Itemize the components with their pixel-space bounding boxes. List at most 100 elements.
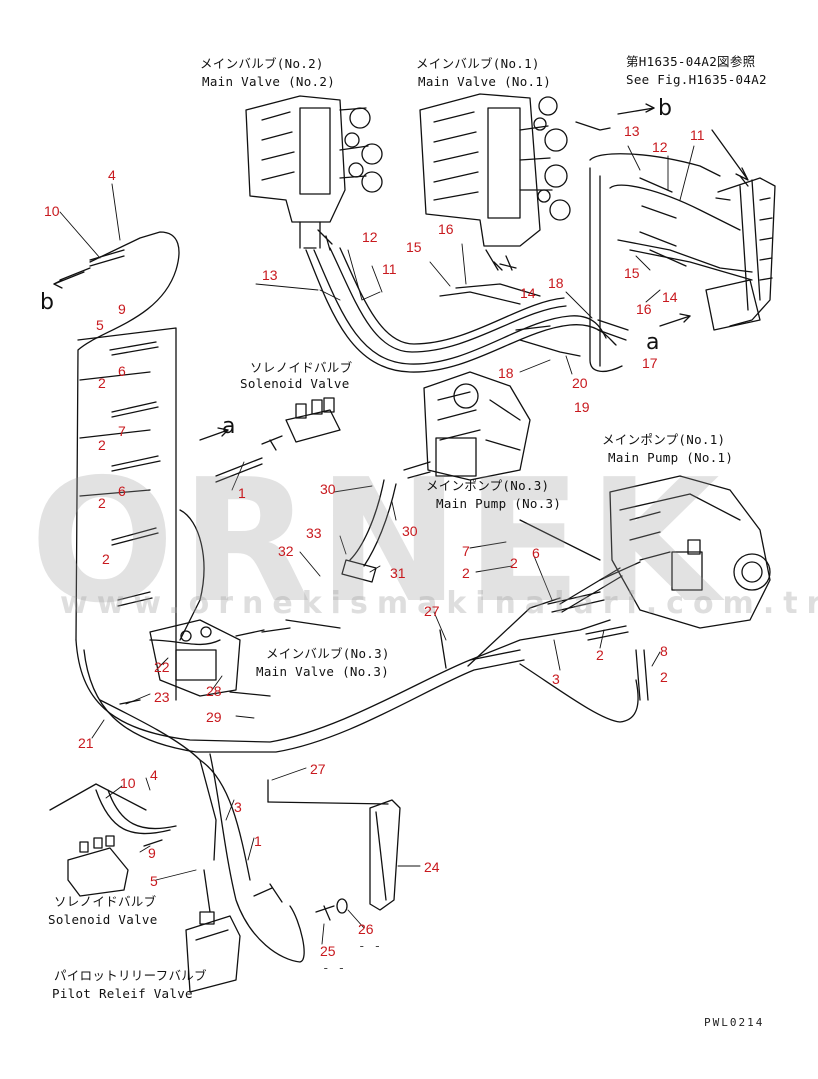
part-callout-14: 14 — [520, 285, 536, 301]
watermark-url: www.ornekismakinalari.com.tr — [60, 586, 818, 621]
part-callout-14: 14 — [662, 289, 678, 305]
part-callout-27: 27 — [424, 603, 440, 619]
part-callout-6: 6 — [118, 483, 126, 499]
dash-mark-2: - - — [322, 960, 346, 975]
main-valve-3-drawing — [149, 619, 241, 697]
main-valve-3-label-en: Main Valve (No.3) — [256, 664, 390, 679]
ref-arrows — [53, 103, 691, 441]
part-callout-3: 3 — [234, 799, 242, 815]
main-valve-2-drawing — [245, 95, 383, 251]
part-callout-9: 9 — [118, 301, 126, 317]
part-callout-6: 6 — [118, 363, 126, 379]
part-callout-30: 30 — [402, 523, 418, 539]
part-callout-17: 17 — [642, 355, 658, 371]
ref-a-left: a — [222, 414, 236, 439]
part-callout-27: 27 — [310, 761, 326, 777]
part-callout-12: 12 — [652, 139, 668, 155]
part-callout-25: 25 — [320, 943, 336, 959]
main-valve-1-drawing — [419, 93, 611, 271]
leader-lines — [59, 145, 695, 945]
part-callout-1: 1 — [238, 485, 246, 501]
main-valve-1-label-en: Main Valve (No.1) — [418, 74, 552, 89]
part-callout-2: 2 — [98, 495, 106, 511]
main-pump-3-label-en: Main Pump (No.3) — [436, 496, 562, 511]
dash-mark-1: - - — [358, 938, 382, 953]
part-callout-19: 19 — [574, 399, 590, 415]
part-callout-10: 10 — [120, 775, 136, 791]
part-callout-10: 10 — [44, 203, 60, 219]
left-hoses — [59, 231, 180, 701]
part-callout-5: 5 — [96, 317, 104, 333]
main-valve-1-label-jp: メインバルブ(No.1) — [416, 56, 540, 71]
part-callout-2: 2 — [462, 565, 470, 581]
main-pump-3-label-jp: メインポンプ(No.3) — [426, 478, 550, 493]
pilot-relief-label-en: Pilot Releif Valve — [52, 986, 193, 1001]
part-callout-31: 31 — [390, 565, 406, 581]
part-callout-3: 3 — [552, 671, 560, 687]
drawing-code: PWL0214 — [704, 1016, 765, 1029]
main-pump-1-label-en: Main Pump (No.1) — [608, 450, 734, 465]
solenoid-valve-bottom-label-en: Solenoid Valve — [48, 912, 158, 927]
solenoid-valve-bottom-label-jp: ソレノイドバルブ — [54, 894, 157, 909]
part-callout-4: 4 — [108, 167, 116, 183]
part-callout-6: 6 — [532, 545, 540, 561]
part-callout-12: 12 — [362, 229, 378, 245]
part-callout-24: 24 — [424, 859, 440, 875]
part-callout-2: 2 — [98, 375, 106, 391]
part-callout-28: 28 — [206, 683, 222, 699]
ref-b-top: b — [658, 96, 672, 121]
ref-b-left: b — [40, 290, 54, 315]
part-callout-30: 30 — [320, 481, 336, 497]
part-callout-7: 7 — [462, 543, 470, 559]
part-callout-2: 2 — [510, 555, 518, 571]
upper-pipes — [305, 153, 753, 373]
part-callout-15: 15 — [624, 265, 640, 281]
part-callout-15: 15 — [406, 239, 422, 255]
main-valve-3-label-jp: メインバルブ(No.3) — [266, 646, 390, 661]
part-callout-20: 20 — [572, 375, 588, 391]
part-callout-33: 33 — [306, 525, 322, 541]
part-callout-11: 11 — [382, 261, 397, 277]
part-callout-2: 2 — [102, 551, 110, 567]
part-callout-18: 18 — [548, 275, 564, 291]
main-valve-2-label-jp: メインバルブ(No.2) — [200, 56, 324, 71]
lower-harness — [75, 561, 649, 963]
main-pump-1-label-jp: メインポンプ(No.1) — [602, 432, 726, 447]
part-callout-16: 16 — [636, 301, 652, 317]
part-callout-22: 22 — [154, 659, 170, 675]
pilot-relief-label-jp: パイロットリリーフバルブ — [54, 968, 207, 983]
part-callout-32: 32 — [278, 543, 294, 559]
solenoid-valve-bottom-drawing — [49, 783, 177, 897]
part-callout-11: 11 — [690, 127, 705, 143]
part-callout-16: 16 — [438, 221, 454, 237]
bracket-drawing — [267, 779, 401, 921]
part-callout-2: 2 — [660, 669, 668, 685]
part-callout-4: 4 — [150, 767, 158, 783]
solenoid-valve-top-label-jp: ソレノイドバルブ — [250, 360, 353, 375]
part-callout-21: 21 — [78, 735, 94, 751]
main-valve-2-label-en: Main Valve (No.2) — [202, 74, 336, 89]
part-callout-18: 18 — [498, 365, 514, 381]
part-callout-29: 29 — [206, 709, 222, 725]
see-fig-label-jp: 第H1635-04A2図参照 — [626, 54, 756, 69]
part-callout-1: 1 — [254, 833, 262, 849]
part-callout-13: 13 — [624, 123, 640, 139]
main-pump-3-drawing — [341, 371, 531, 583]
part-callout-26: 26 — [358, 921, 374, 937]
part-callout-13: 13 — [262, 267, 278, 283]
part-callout-5: 5 — [150, 873, 158, 889]
ref-a-right: a — [646, 330, 660, 355]
solenoid-valve-top-label-en: Solenoid Valve — [240, 376, 350, 391]
part-callout-2: 2 — [596, 647, 604, 663]
pilot-relief-valve-drawing — [185, 869, 283, 993]
part-callout-9: 9 — [148, 845, 156, 861]
part-callout-7: 7 — [118, 423, 126, 439]
part-callout-2: 2 — [98, 437, 106, 453]
see-fig-label-en: See Fig.H1635-04A2 — [626, 72, 767, 87]
part-callout-23: 23 — [154, 689, 170, 705]
manifold-drawing — [705, 129, 776, 331]
part-callout-8: 8 — [660, 643, 668, 659]
main-pump-1-drawing — [519, 475, 771, 629]
